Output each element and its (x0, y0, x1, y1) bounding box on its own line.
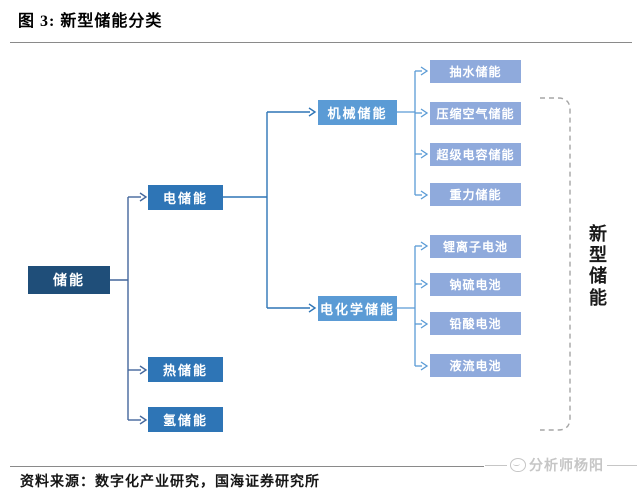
wechat-logo-icon (510, 458, 526, 472)
node-sodium-sulfur-battery: 钠硫电池 (430, 273, 521, 296)
node-supercapacitor-storage: 超级电容储能 (430, 143, 521, 166)
top-divider (10, 42, 632, 43)
source-note: 资料来源：数字化产业研究，国海证券研究所 (20, 475, 320, 490)
node-thermal-storage: 热储能 (148, 357, 223, 382)
new-storage-group-label: 新型储能 (589, 224, 607, 308)
figure-title: 图 3: 新型储能分类 (18, 13, 163, 30)
node-mechanical-storage: 机械储能 (318, 100, 397, 125)
node-pumped-hydro-storage: 抽水储能 (430, 60, 521, 83)
node-electrical-storage: 电储能 (148, 185, 223, 210)
node-gravity-storage: 重力储能 (430, 183, 521, 206)
bottom-divider (10, 466, 632, 467)
new-storage-bracket (540, 97, 571, 431)
watermark-left-line (485, 464, 507, 466)
analyst-watermark: 分析师杨阳 (484, 455, 638, 475)
node-hydrogen-storage: 氢储能 (148, 407, 223, 432)
node-lithium-ion-battery: 锂离子电池 (430, 235, 521, 258)
node-lead-acid-battery: 铅酸电池 (430, 312, 521, 335)
node-flow-battery: 液流电池 (430, 354, 521, 377)
node-compressed-air-storage: 压缩空气储能 (430, 102, 521, 125)
watermark-right-line (607, 464, 637, 466)
node-energy-storage: 储能 (28, 266, 110, 294)
node-electrochemical-storage: 电化学储能 (318, 296, 397, 321)
watermark-text: 分析师杨阳 (529, 457, 604, 473)
